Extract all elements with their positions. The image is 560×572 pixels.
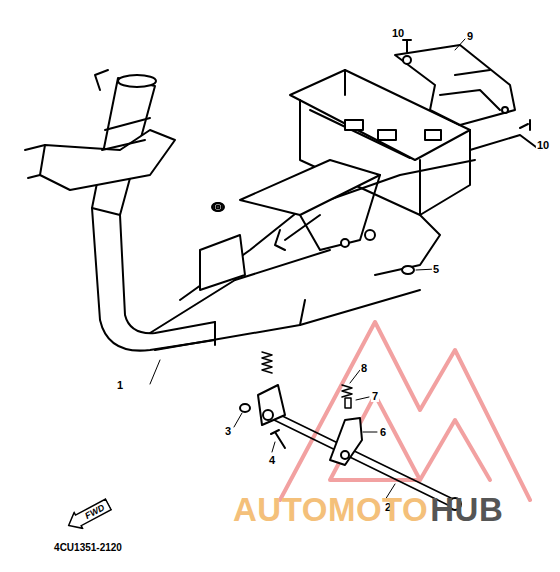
- watermark: HUB: [429, 492, 504, 528]
- callout-number: 10: [536, 139, 550, 151]
- callout-number: 7: [371, 390, 379, 402]
- callout-number: 5: [432, 263, 440, 275]
- arrow-shape: [64, 496, 112, 533]
- callout-number: 3: [224, 425, 232, 437]
- callout-number: 8: [360, 362, 368, 374]
- callout-number: 6: [379, 426, 387, 438]
- callout-number: 10: [391, 27, 405, 39]
- callout-number: 4: [268, 454, 276, 466]
- callout-number: 1: [116, 379, 124, 391]
- callout-number: 9: [466, 30, 474, 42]
- forward-arrow: FWD: [63, 495, 114, 535]
- watermark: AUTOMOTO: [232, 492, 429, 528]
- part-code: 4CU1351-2120: [53, 542, 123, 553]
